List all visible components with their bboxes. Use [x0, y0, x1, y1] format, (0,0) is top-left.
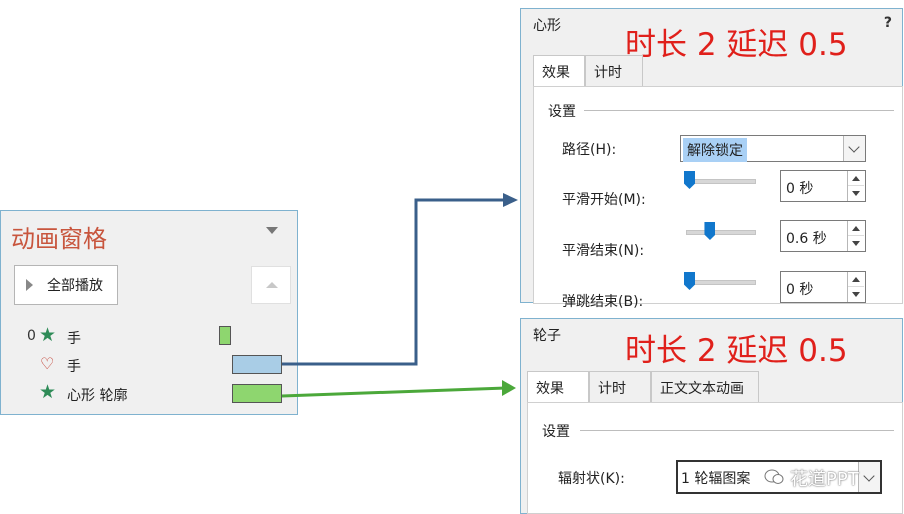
- item-index: 0: [27, 328, 36, 344]
- item-label: 手: [67, 331, 81, 347]
- spin-down-icon[interactable]: [848, 236, 864, 251]
- chevron-down-icon[interactable]: [843, 136, 865, 161]
- star-icon: ★: [39, 324, 57, 346]
- bounce-end-slider-thumb[interactable]: [684, 272, 695, 290]
- tab-effect[interactable]: 效果: [527, 371, 589, 403]
- dropdown-arrow-icon[interactable]: [266, 227, 278, 234]
- tab-timing[interactable]: 计时: [589, 371, 651, 403]
- tab-timing[interactable]: 计时: [585, 55, 643, 87]
- item-label: 心形 轮廓: [67, 388, 128, 404]
- help-button[interactable]: ?: [883, 15, 892, 31]
- spin-up-icon[interactable]: [848, 171, 864, 186]
- timeline-bar[interactable]: [232, 355, 282, 374]
- spokes-value: 1 轮辐图案: [681, 471, 751, 487]
- smooth-end-spinner[interactable]: 0.6 秒: [780, 220, 866, 252]
- arrowhead-bottom: [502, 380, 516, 396]
- spin-up-icon[interactable]: [848, 221, 864, 236]
- group-divider: [584, 110, 894, 111]
- spokes-label: 辐射状(K):: [558, 471, 625, 487]
- group-divider: [580, 430, 894, 431]
- smooth-start-label: 平滑开始(M):: [562, 192, 646, 208]
- play-all-label: 全部播放: [47, 278, 103, 294]
- pane-title: 动画窗格: [11, 225, 107, 253]
- wheel-effect-dialog: 轮子 时长 2 延迟 0.5 效果 计时 正文文本动画 设置 辐射状(K): 1…: [520, 318, 903, 514]
- wechat-logo-icon: [764, 468, 784, 486]
- play-icon: [26, 279, 33, 291]
- heart-effect-dialog: 心形 ? 时长 2 延迟 0.5 效果 计时 设置 路径(H): 解除锁定 平滑…: [520, 8, 903, 310]
- smooth-end-value: 0.6 秒: [786, 231, 827, 247]
- bounce-end-spinner[interactable]: 0 秒: [780, 271, 866, 303]
- animation-item-3[interactable]: ★ 心形 轮廓: [1, 381, 299, 407]
- path-value: 解除锁定: [683, 138, 747, 162]
- dialog-title: 轮子: [533, 328, 561, 344]
- effect-panel: 设置 路径(H): 解除锁定 平滑开始(M): 0 秒 平滑结束(N): 0.6…: [533, 86, 903, 310]
- group-label: 设置: [548, 104, 576, 120]
- path-label: 路径(H):: [562, 142, 617, 158]
- spin-down-icon[interactable]: [848, 287, 864, 302]
- group-label: 设置: [542, 424, 570, 440]
- smooth-start-slider-thumb[interactable]: [684, 171, 695, 189]
- bounce-end-label: 弹跳结束(B):: [562, 294, 644, 310]
- smooth-end-slider[interactable]: [686, 230, 756, 235]
- chevron-down-icon[interactable]: [858, 462, 880, 492]
- path-select[interactable]: 解除锁定: [680, 135, 866, 162]
- dialog-title: 心形: [533, 18, 561, 34]
- spin-up-icon[interactable]: [848, 272, 864, 287]
- timeline-bar[interactable]: [219, 326, 231, 345]
- smooth-end-slider-thumb[interactable]: [704, 222, 716, 240]
- bounce-end-value: 0 秒: [786, 282, 814, 298]
- connector-arrow-top: [282, 198, 508, 366]
- effect-panel: 设置 辐射状(K): 1 轮辐图案 花道PPT: [527, 402, 903, 514]
- animation-item-1[interactable]: 0 ★ 手: [1, 324, 299, 350]
- arrowhead-top: [503, 193, 518, 207]
- tab-effect[interactable]: 效果: [533, 55, 585, 87]
- smooth-end-label: 平滑结束(N):: [562, 243, 645, 259]
- smooth-start-slider[interactable]: [686, 179, 756, 184]
- duration-caption: 时长 2 延迟 0.5: [625, 27, 848, 63]
- play-all-button[interactable]: 全部播放: [14, 265, 118, 305]
- animation-pane: 动画窗格 全部播放 0 ★ 手 ♡ 手 ★ 心形 轮廓: [0, 210, 298, 415]
- star-icon: ★: [39, 381, 57, 403]
- heart-path-icon: ♡: [40, 354, 55, 373]
- animation-item-2[interactable]: ♡ 手: [1, 352, 299, 378]
- timeline-bar[interactable]: [232, 384, 282, 403]
- triangle-up-icon: [266, 282, 278, 288]
- bounce-end-slider[interactable]: [686, 280, 756, 285]
- duration-caption: 时长 2 延迟 0.5: [625, 333, 848, 369]
- move-up-button[interactable]: [251, 266, 291, 304]
- tab-text-animation[interactable]: 正文文本动画: [651, 371, 759, 403]
- smooth-start-spinner[interactable]: 0 秒: [780, 170, 866, 202]
- spin-down-icon[interactable]: [848, 186, 864, 201]
- item-label: 手: [67, 359, 81, 375]
- watermark-text: 花道PPT: [790, 469, 859, 490]
- smooth-start-value: 0 秒: [786, 181, 814, 197]
- connector-arrow-bottom: [281, 386, 507, 398]
